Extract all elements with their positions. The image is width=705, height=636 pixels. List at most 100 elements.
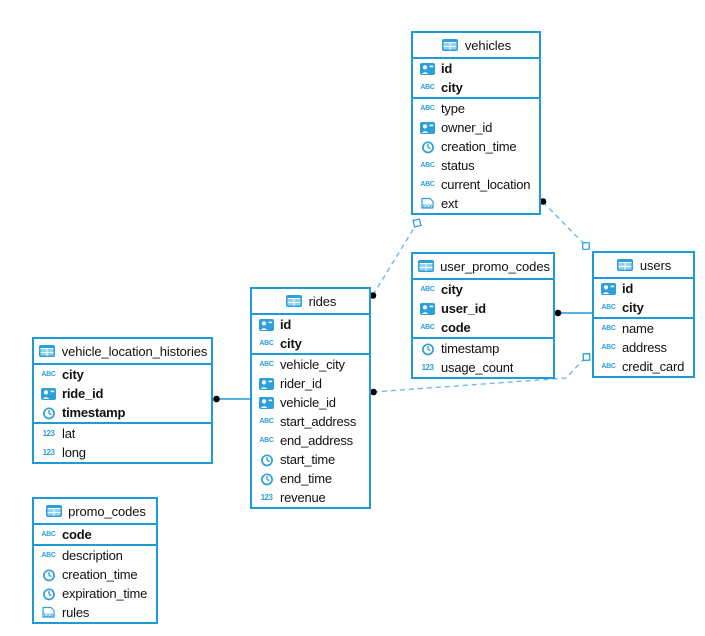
column-row-owner_id[interactable]: owner_id xyxy=(413,118,539,137)
string-icon: ABC xyxy=(41,371,56,378)
column-row-id[interactable]: id xyxy=(413,59,539,78)
time-icon xyxy=(418,139,437,154)
relationship-vehicle_location_histories-rides xyxy=(213,395,250,403)
uuid-icon xyxy=(257,377,276,390)
column-row-lat[interactable]: 123 lat xyxy=(34,424,211,443)
table-header-promo_codes[interactable]: promo_codes xyxy=(34,499,156,525)
table-header-user_promo_codes[interactable]: user_promo_codes xyxy=(413,254,553,280)
column-row-creation_time[interactable]: creation_time xyxy=(413,137,539,156)
column-label: ride_id xyxy=(62,386,104,401)
table-icon xyxy=(416,260,435,272)
column-row-timestamp[interactable]: timestamp xyxy=(413,339,553,358)
column-row-revenue[interactable]: 123 revenue xyxy=(252,488,369,507)
column-label: city xyxy=(441,80,463,95)
column-label: lat xyxy=(62,426,76,441)
column-row-user_id[interactable]: user_id xyxy=(413,299,553,318)
table-header-vehicle_location_histories[interactable]: vehicle_location_histories xyxy=(34,339,211,365)
table-title: user_promo_codes xyxy=(440,258,550,274)
column-row-id[interactable]: id xyxy=(252,315,369,334)
column-label: description xyxy=(62,548,123,563)
uuid-icon xyxy=(257,318,276,331)
table-header-vehicles[interactable]: vehicles xyxy=(413,33,539,59)
column-label: code xyxy=(62,527,92,542)
string-icon: ABC xyxy=(420,286,435,293)
relationship-vehicles-users xyxy=(539,198,590,250)
table-title: vehicle_location_histories xyxy=(61,343,208,359)
string-icon: ABC xyxy=(420,84,435,91)
column-label: start_time xyxy=(280,452,336,467)
column-row-city[interactable]: ABC city xyxy=(413,78,539,97)
number-icon: 123 xyxy=(42,429,55,438)
column-row-expiration_time[interactable]: expiration_time xyxy=(34,584,156,603)
string-icon: ABC xyxy=(259,340,274,347)
json-icon: JSON xyxy=(418,197,437,210)
column-label: rider_id xyxy=(280,376,322,391)
column-label: expiration_time xyxy=(62,586,148,601)
column-label: creation_time xyxy=(441,139,517,154)
string-icon: ABC xyxy=(601,304,616,311)
table-title: vehicles xyxy=(464,37,512,53)
column-row-rider_id[interactable]: rider_id xyxy=(252,374,369,393)
table-header-rides[interactable]: rides xyxy=(252,289,369,315)
column-row-start_time[interactable]: start_time xyxy=(252,450,369,469)
column-label: revenue xyxy=(280,490,326,505)
table-header-users[interactable]: users xyxy=(594,253,693,279)
number-icon: 123 xyxy=(260,493,273,502)
column-label: type xyxy=(441,101,465,116)
dot-marker xyxy=(370,388,377,396)
diamond-marker xyxy=(582,242,590,250)
column-row-creation_time[interactable]: creation_time xyxy=(34,565,156,584)
column-label: timestamp xyxy=(62,405,126,420)
table-icon xyxy=(441,39,460,51)
column-row-id[interactable]: id xyxy=(594,279,693,298)
column-label: end_address xyxy=(280,433,353,448)
uuid-icon xyxy=(257,396,276,409)
string-icon: ABC xyxy=(601,363,616,370)
column-row-timestamp[interactable]: timestamp xyxy=(34,403,211,422)
time-icon xyxy=(257,452,276,467)
column-row-vehicle_id[interactable]: vehicle_id xyxy=(252,393,369,412)
svg-text:JSON: JSON xyxy=(422,204,435,209)
column-label: vehicle_city xyxy=(280,357,345,372)
column-label: owner_id xyxy=(441,120,493,135)
table-title: rides xyxy=(308,293,337,309)
column-row-ride_id[interactable]: ride_id xyxy=(34,384,211,403)
uuid-icon xyxy=(418,302,437,315)
column-label: creation_time xyxy=(62,567,138,582)
column-label: id xyxy=(280,317,292,332)
column-row-end_time[interactable]: end_time xyxy=(252,469,369,488)
